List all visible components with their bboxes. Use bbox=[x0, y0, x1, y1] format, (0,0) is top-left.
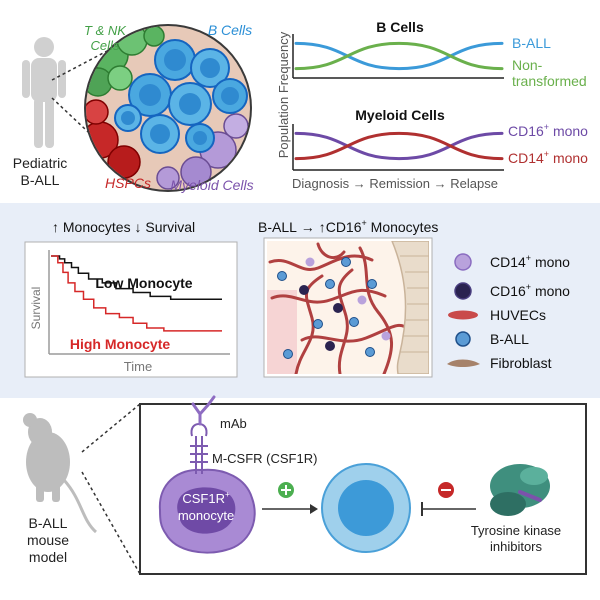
zoom-line-top bbox=[51, 39, 129, 81]
hspcs-label: HSPCs bbox=[105, 175, 151, 191]
monocytes-survival-title: ↑ Monocytes ↓ Survival bbox=[52, 219, 195, 235]
mab-label: mAb bbox=[220, 416, 247, 431]
cd16-mono-series-label: CD16+ mono bbox=[508, 122, 588, 139]
myeloid-cells-chart: Myeloid Cells CD16+ mono CD14+ mono bbox=[292, 107, 588, 171]
m-csfr-label: M-CSFR (CSF1R) bbox=[212, 451, 317, 466]
svg-text:B-ALL: B-ALL bbox=[490, 331, 529, 347]
svg-text:Fibroblast: Fibroblast bbox=[490, 355, 552, 371]
low-monocyte-survival-curve bbox=[51, 255, 222, 300]
population-frequency-charts: Population Frequency B Cells B-ALL Non-t… bbox=[276, 19, 588, 191]
csf1r-monocyte: CSF1R+ monocyte bbox=[158, 468, 256, 554]
ball-cd16-title: B-ALL → ↑CD16+ Monocytes bbox=[258, 218, 438, 235]
mouse-figure bbox=[23, 413, 98, 534]
inhibition-arrow bbox=[421, 482, 476, 516]
tissue-model-illustration bbox=[263, 237, 433, 378]
mab-antibody-icon bbox=[191, 395, 216, 426]
non-transformed-series-label: Non-transformed bbox=[512, 57, 587, 89]
b-cells-chart-title: B Cells bbox=[376, 19, 424, 35]
bottom-zoom-line-top bbox=[81, 403, 141, 453]
low-monocyte-label: Low Monocyte bbox=[95, 275, 192, 291]
cd16-mono-icon bbox=[454, 282, 472, 300]
monocyte-label: monocyte bbox=[178, 508, 234, 523]
myeloid-cells-chart-title: Myeloid Cells bbox=[355, 107, 445, 123]
high-monocyte-label: High Monocyte bbox=[70, 336, 171, 352]
legend-item-b-all: B-ALL bbox=[455, 331, 529, 347]
legend-item-fibroblast: Fibroblast bbox=[447, 355, 552, 371]
kinase-protein-icon bbox=[490, 464, 550, 516]
legend-item-huvecs: HUVECs bbox=[448, 307, 546, 323]
svg-text:CD16+ mono: CD16+ mono bbox=[490, 282, 570, 299]
myeloid-series-1-line bbox=[294, 131, 504, 161]
cell-type-legend: CD14+ mono CD16+ mono HUVECs B-ALL Fibro… bbox=[447, 253, 570, 371]
monocyte-nucleus bbox=[177, 487, 236, 534]
activation-arrow bbox=[262, 482, 318, 514]
csf1r-label: CSF1R+ bbox=[182, 490, 230, 506]
b-cells-series-0-line bbox=[294, 41, 504, 71]
b-all-series-label: B-ALL bbox=[512, 35, 551, 51]
survival-chart: Survival Time Low Monocyte High Monocyte bbox=[24, 241, 238, 378]
myeloid-series-0-line bbox=[294, 131, 504, 161]
population-frequency-axis-label: Population Frequency bbox=[276, 31, 291, 158]
fibroblast-icon bbox=[447, 359, 480, 367]
myeloid-cells-label: Myeloid Cells bbox=[170, 177, 253, 193]
high-monocyte-survival-curve bbox=[51, 255, 222, 332]
svg-text:CD14+ mono: CD14+ mono bbox=[490, 253, 570, 270]
svg-text:HUVECs: HUVECs bbox=[490, 307, 546, 323]
time-axis-label: Time bbox=[124, 359, 152, 374]
patient-figure bbox=[22, 37, 66, 148]
survival-axis-label: Survival bbox=[29, 287, 43, 330]
bone-marrow-illustration bbox=[84, 24, 252, 192]
b-cells-chart: B Cells B-ALL Non-transformed bbox=[292, 19, 587, 89]
legend-item-cd14-mono: CD14+ mono bbox=[454, 253, 570, 271]
b-all-cell bbox=[321, 463, 411, 553]
stage-axis-label: Diagnosis → Remission → Relapse bbox=[292, 176, 498, 191]
b-cells-label: B Cells bbox=[208, 22, 252, 38]
b-cells-series-1-line bbox=[294, 41, 504, 71]
huvec-icon bbox=[448, 310, 478, 320]
bottom-zoom-line-bottom bbox=[81, 471, 141, 575]
ball-cell-icon bbox=[455, 331, 471, 347]
legend-item-cd16-mono: CD16+ mono bbox=[454, 282, 570, 300]
cd14-mono-icon bbox=[454, 253, 472, 271]
survival-chart-frame bbox=[24, 241, 238, 378]
cd14-mono-series-label: CD14+ mono bbox=[508, 149, 588, 166]
